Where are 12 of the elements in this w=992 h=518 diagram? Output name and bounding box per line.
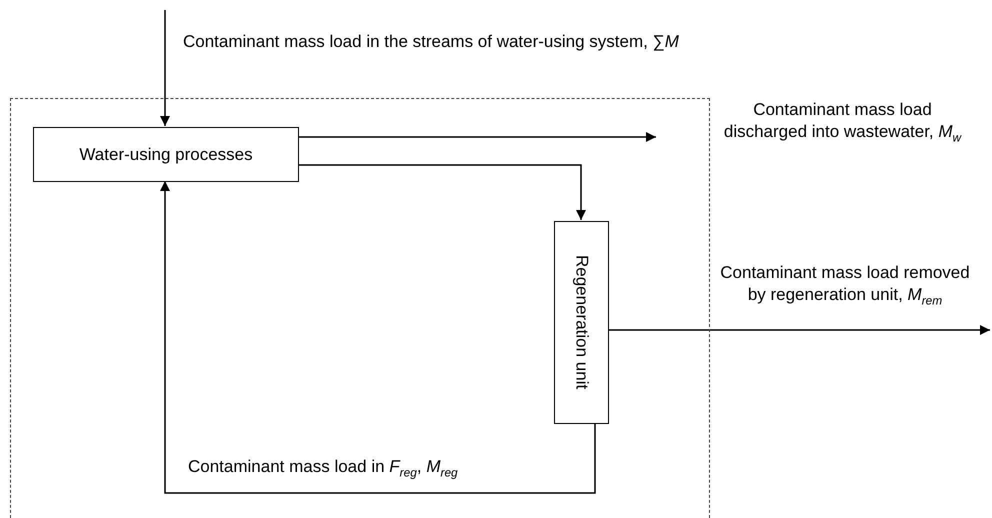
boundary-box <box>10 98 710 518</box>
edge-label: Contaminant mass load discharged into wastewater, M$_{w}$ <box>722 99 963 146</box>
arrow <box>160 181 596 494</box>
arrow <box>298 132 656 142</box>
arrow <box>298 164 586 220</box>
edge-label: Contaminant mass load in F$_{reg}$, M$_{reg}$ <box>188 456 459 482</box>
process-box: Regeneration unit <box>554 221 609 424</box>
process-box: Water-using processes <box>33 127 299 182</box>
edge-label: Contaminant mass load in the streams of water-using system, ∑M <box>183 31 680 53</box>
arrow <box>160 10 170 126</box>
arrow <box>608 325 990 335</box>
edge-label: Contaminant mass load removed by regeneration unit, M$_{rem}$ <box>719 262 971 310</box>
